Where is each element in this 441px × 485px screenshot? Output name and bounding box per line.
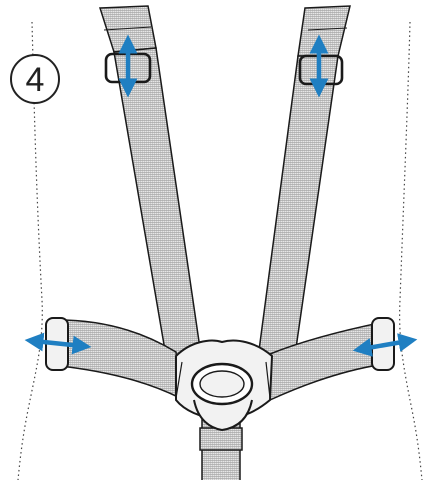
right-shoulder-strap: [257, 5, 351, 363]
body-outline-right: [399, 21, 423, 481]
double-arrow-horizontal-icon: [352, 333, 418, 357]
center-buckle[interactable]: [175, 339, 274, 432]
step-number-badge: 4: [10, 54, 60, 104]
double-arrow-horizontal-icon: [24, 332, 92, 355]
body-outline-left: [17, 21, 43, 481]
step-number: 4: [25, 61, 45, 99]
